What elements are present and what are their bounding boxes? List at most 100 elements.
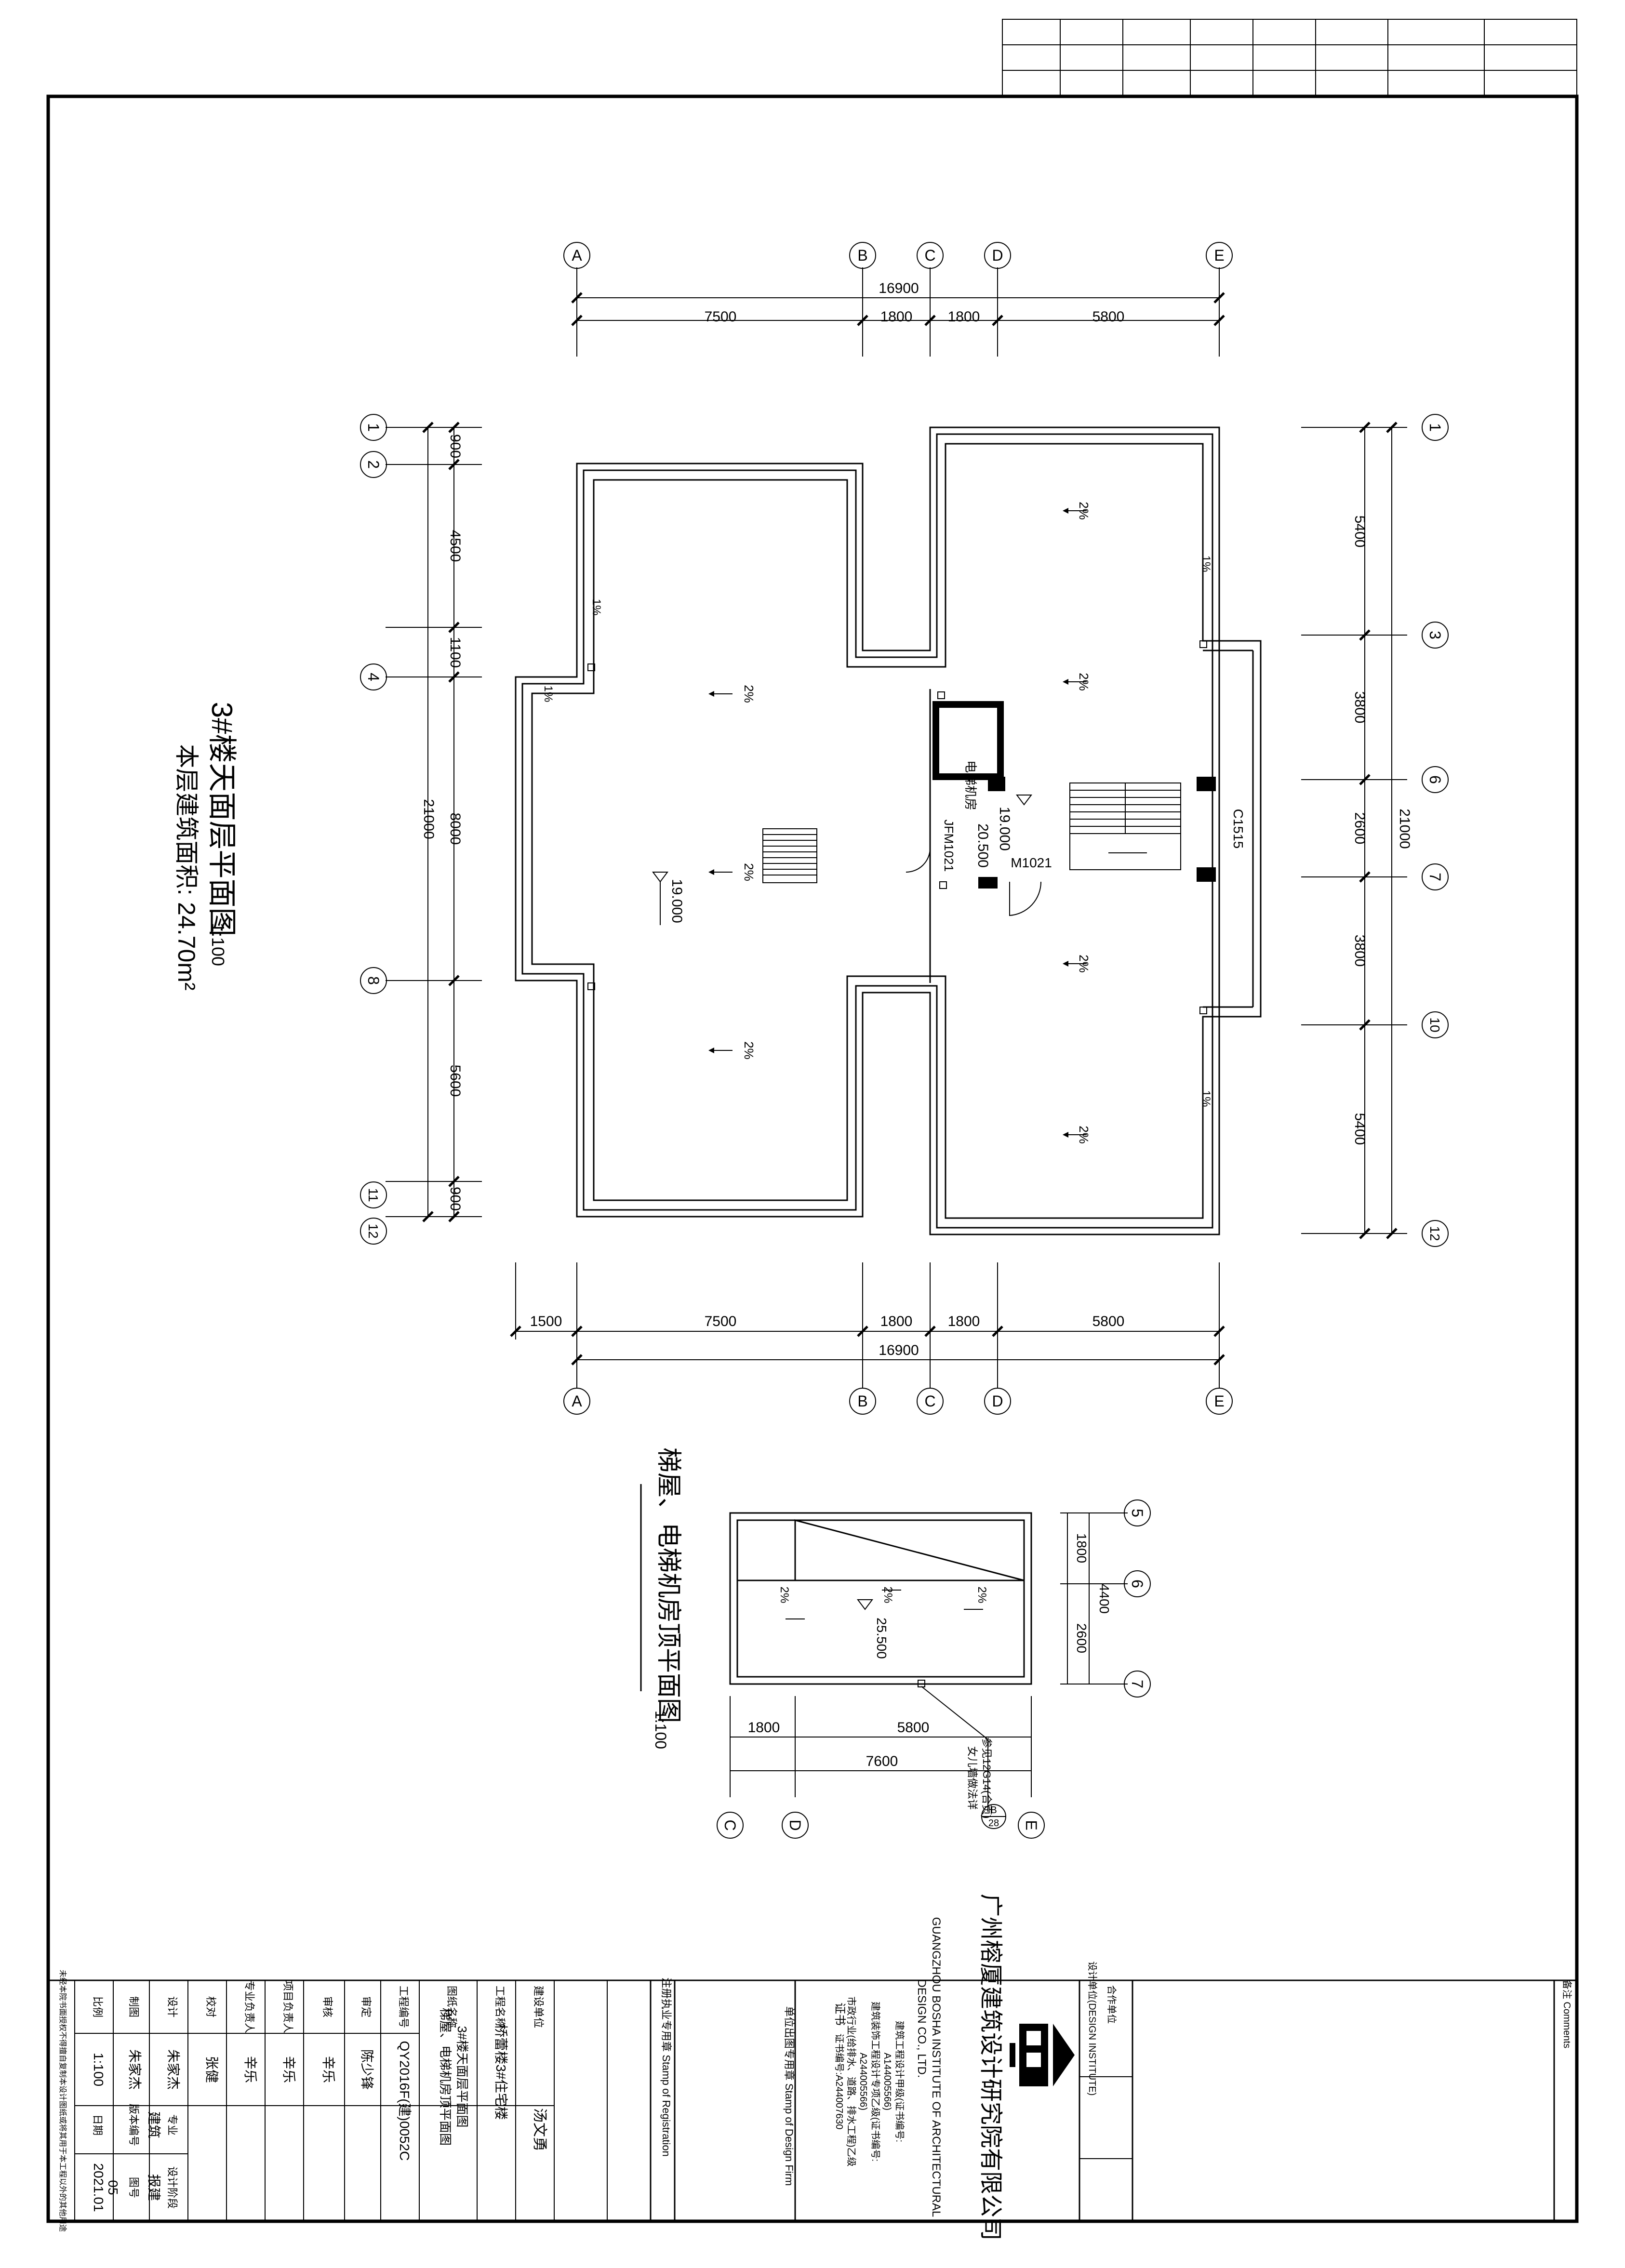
dim-left-1: 900 — [447, 434, 463, 458]
small-dim-total: 7600 — [866, 1753, 898, 1769]
dim-seg-top-2: 1800 — [880, 309, 913, 325]
slope-label: 2% — [742, 685, 756, 703]
company-name-cn: 广州榕厦建筑设计研究院有限公司 — [978, 1894, 1003, 2241]
small-plan-title: 梯屋、电梯机房顶平面图 — [654, 1447, 682, 1723]
dim-total-depth-right: 21000 — [1397, 809, 1412, 849]
axis-E-bottom: E — [1206, 1388, 1233, 1415]
building-outline — [515, 426, 1262, 1235]
svg-text:11: 11 — [366, 1188, 381, 1202]
elevation-mark-roof: 19.000 — [652, 872, 685, 925]
stage-label: 设计阶段 — [166, 2166, 178, 2209]
dim-left-4: 8000 — [447, 813, 463, 845]
approved-label: 审定 — [360, 1996, 372, 2017]
dim-seg-top-1: 7500 — [705, 309, 737, 325]
dim-right-1: 5400 — [1352, 516, 1368, 548]
axis-B-top: B — [849, 242, 876, 269]
small-dim-depth-1: 1800 — [1074, 1533, 1089, 1563]
svg-text:12: 12 — [1427, 1226, 1442, 1241]
detail-note-2: 女儿墙做法详 — [966, 1746, 978, 1810]
dim-seg-bottom-4: 5800 — [1092, 1313, 1125, 1329]
dim-overhang-bottom: 1500 — [530, 1313, 562, 1329]
project-value: 桥蕾楼3#住宅楼 — [493, 2024, 508, 2120]
stage-value: 报建 — [147, 2174, 161, 2201]
svg-text:1: 1 — [365, 423, 382, 432]
svg-text:2: 2 — [365, 460, 382, 469]
date-value: 2021.01 — [91, 2163, 106, 2212]
svg-text:C: C — [721, 1819, 739, 1830]
dim-seg-bottom-3: 1800 — [948, 1313, 980, 1329]
door-label-jfm1021: JFM1021 — [942, 820, 956, 872]
slope-label: 2% — [1077, 1126, 1091, 1144]
axis-12-left: 12 — [360, 1218, 387, 1245]
drawing-name-1: 3#楼天面层平面图 — [455, 2026, 469, 2128]
scale-label: 比例 — [92, 1996, 104, 2017]
dim-seg-top-3: 1800 — [948, 309, 980, 325]
small-axis-C: C — [717, 1812, 744, 1839]
svg-text:3: 3 — [1426, 631, 1444, 639]
svg-text:2%: 2% — [881, 1587, 894, 1604]
title-block: 广州榕厦建筑设计研究院有限公司 GUANGZHOU BOSHA INSTITUT… — [48, 1894, 1577, 2241]
svg-text:7: 7 — [1426, 873, 1444, 881]
axis-12-right: 12 — [1422, 1220, 1449, 1247]
drawing-label: 图纸名称 — [446, 1986, 458, 2028]
top-dimensions: 16900 7500 1800 1800 5800 — [571, 280, 1225, 357]
cert-line-1: 建筑工程设计甲级(证书编号: — [894, 2021, 905, 2142]
axis-bubbles-y: 1 2 4 8 11 12 1 3 6 7 10 12 — [360, 414, 1449, 1247]
prof-label: 专业负责人 — [243, 1980, 255, 2033]
axis-D-top: D — [984, 242, 1011, 269]
dim-left-3: 1100 — [447, 637, 463, 668]
axis-E-top: E — [1206, 242, 1233, 269]
axis-D-bottom: D — [984, 1388, 1011, 1415]
cert-line-6: 证书编号:A244007630 — [834, 2033, 845, 2129]
client-value: 汤文勇 — [532, 2108, 547, 2151]
axis-10-right: 10 — [1422, 1011, 1449, 1038]
discipline-label: 专业 — [166, 2114, 178, 2135]
svg-text:1: 1 — [1426, 423, 1444, 432]
design-unit-label: 设计单位(DESIGN INSTITUTE) — [1087, 1962, 1098, 2096]
svg-text:C: C — [924, 1393, 935, 1410]
approved-value: 陈少锋 — [360, 2049, 374, 2090]
plan-scale: 1:100 — [208, 923, 228, 966]
slope-label-edge: 1% — [1199, 1090, 1212, 1107]
checked-value: 张健 — [204, 2056, 219, 2083]
svg-text:7: 7 — [1129, 1680, 1146, 1688]
main-roof-plan: 16900 7500 1800 1800 5800 — [173, 242, 1449, 1415]
svg-text:28: 28 — [988, 1818, 999, 1829]
small-dim-seg-2: 5800 — [897, 1720, 930, 1736]
axis-1-right: 1 — [1422, 414, 1449, 441]
svg-text:B: B — [857, 247, 867, 264]
axis-7-right: 7 — [1422, 863, 1449, 890]
slope-label: 2% — [742, 1041, 756, 1060]
small-elevation-mark: 25.500 — [857, 1599, 889, 1659]
slope-label: 2% — [1077, 955, 1091, 973]
svg-text:A: A — [572, 247, 582, 264]
footer-note: 未经本院书面授权不得擅自复制本设计图纸或将其用于本工程以外的其他用途 — [58, 1970, 67, 2232]
small-outline — [729, 1512, 1032, 1685]
company-name-en-1: GUANGZHOU BOSHA INSTITUTE OF ARCHITECTUR… — [930, 1917, 943, 2217]
sheet-value: 05 — [106, 2180, 120, 2195]
svg-text:E: E — [1023, 1820, 1040, 1830]
door-swings — [906, 848, 1042, 916]
small-plan-scale: 1:100 — [652, 1711, 669, 1749]
axis-bubbles-x: A B C D E A B C D E — [563, 242, 1233, 1415]
small-axis-D: D — [782, 1812, 809, 1839]
elevation-mark-machine: 20.500 — [975, 823, 991, 868]
dim-right-3: 2600 — [1352, 812, 1368, 845]
stair-columns — [988, 777, 1216, 882]
right-dimensions: 5400 3800 2600 3800 5400 21000 — [1301, 422, 1412, 1239]
verified-value: 辛乐 — [321, 2056, 336, 2083]
comments-label: 备注 Comments — [1561, 1980, 1572, 2048]
small-slope-arrows: 2% 2% 2% — [778, 1587, 988, 1619]
dim-total-width-bottom: 16900 — [879, 1342, 919, 1358]
window-label-c1515: C1515 — [1231, 809, 1246, 849]
left-dimensions: 21000 900 4500 1100 8000 5600 900 — [386, 422, 482, 1222]
svg-text:25.500: 25.500 — [874, 1618, 889, 1659]
small-dim-seg-1: 1800 — [748, 1720, 780, 1736]
sheet-label: 图号 — [128, 2177, 140, 2198]
slope-arrows: 2% 2% 2% 2% 2% 2% 2% 1% 1% 1% 1% — [542, 502, 1212, 1144]
cert-line-2: A144005566) — [882, 2053, 892, 2110]
detail-reference: B 28 参见12G14(合页) 女儿墙做法详 — [918, 1680, 1006, 1829]
stair-roof-plan: 1800 2600 4400 1800 5800 7600 C D E 5 6 … — [640, 1447, 1151, 1839]
revision-table — [1002, 19, 1577, 97]
